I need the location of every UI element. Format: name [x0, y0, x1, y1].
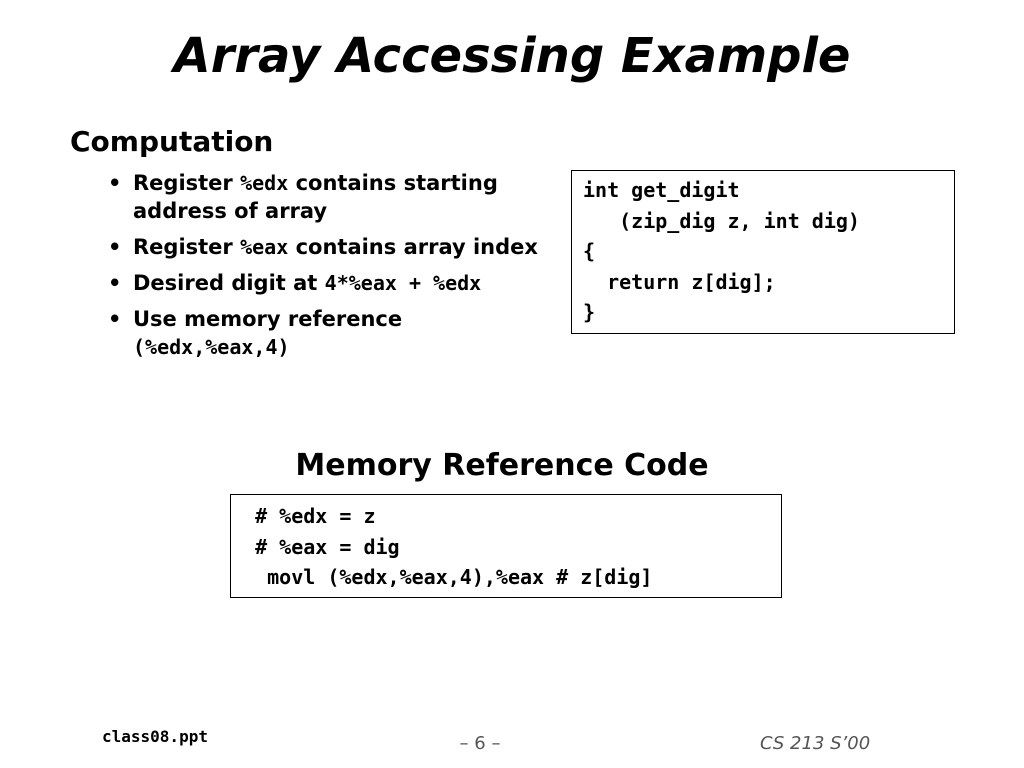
- bullet-dot-icon: •: [108, 235, 122, 259]
- assembly-code-box: # %edx = z # %eax = dig movl (%edx,%eax,…: [230, 494, 782, 598]
- assembly-code-line: # %eax = dig: [231, 534, 400, 559]
- bullet-code-text: (%edx,%eax,4): [133, 335, 290, 359]
- c-code-line: int get_digit: [583, 178, 740, 202]
- computation-bullet-item: • Desired digit at 4*%eax + %edx: [108, 269, 548, 297]
- bullet-text: Use memory reference: [133, 307, 403, 331]
- footer-course: CS 213 S’00: [760, 733, 871, 754]
- bullet-text: contains array index: [288, 235, 538, 259]
- computation-bullet-item: • Use memory reference (%edx,%eax,4): [108, 305, 548, 361]
- c-code-line: return z[dig];: [583, 269, 776, 294]
- assembly-code-line: movl (%edx,%eax,4),%eax # z[dig]: [231, 565, 653, 589]
- c-code-line: (zip_dig z, int dig): [583, 208, 860, 233]
- computation-bullet-list: • Register %edx contains starting address…: [108, 169, 548, 369]
- section-heading-computation: Computation: [70, 125, 274, 158]
- computation-bullet-item: • Register %edx contains starting address…: [108, 169, 548, 225]
- bullet-dot-icon: •: [108, 171, 122, 195]
- bullet-code-text: %edx: [240, 171, 289, 195]
- bullet-code-text: 4*%eax + %edx: [324, 271, 482, 295]
- bullet-text: Register: [133, 171, 241, 195]
- memory-reference-heading: Memory Reference Code: [295, 448, 709, 483]
- bullet-code-text: %eax: [240, 235, 289, 259]
- assembly-code-line: # %edx = z: [231, 504, 376, 528]
- bullet-text: contains starting address of array: [133, 171, 498, 223]
- bullet-text: Register: [133, 235, 241, 259]
- c-code-box: int get_digit (zip_dig z, int dig) { retu…: [571, 170, 955, 334]
- bullet-text: Desired digit at: [133, 271, 325, 295]
- slide-title: Array Accessing Example: [173, 28, 851, 84]
- c-code-line: {: [583, 239, 596, 263]
- footer-filename: class08.ppt: [102, 727, 208, 746]
- bullet-dot-icon: •: [108, 271, 122, 295]
- footer-page-number: – 6 –: [459, 733, 501, 754]
- c-code-line: }: [583, 300, 596, 324]
- computation-bullet-item: • Register %eax contains array index: [108, 233, 548, 261]
- bullet-dot-icon: •: [108, 307, 122, 331]
